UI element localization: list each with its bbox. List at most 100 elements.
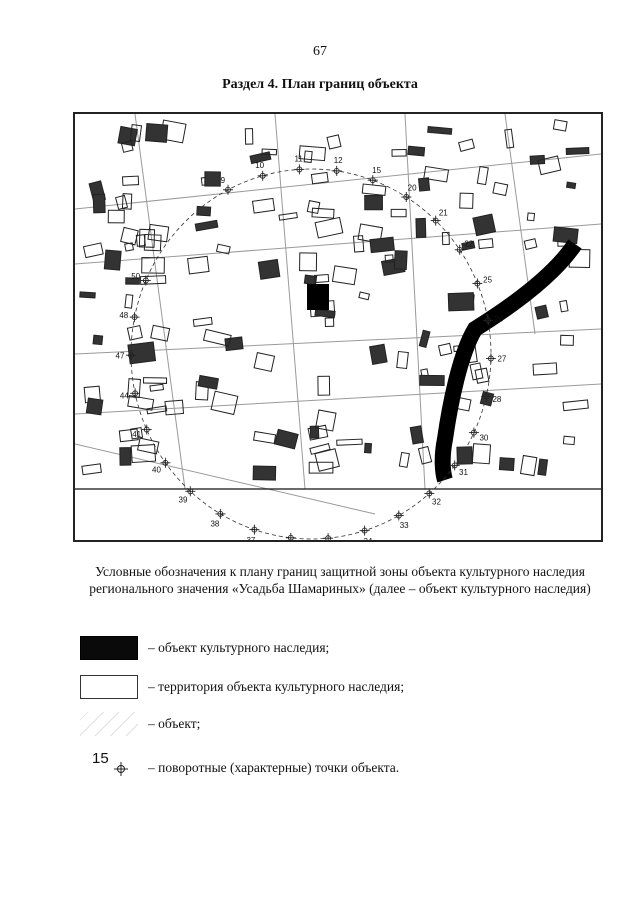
building [441,231,450,246]
turn-point-label: 27 [497,355,506,364]
page-number: 67 [313,44,327,59]
turn-point-marker [454,244,465,255]
building [427,126,453,135]
building [139,275,167,285]
turn-point-label: 39 [179,495,188,504]
hatch-swatch [80,712,138,736]
building [407,145,426,157]
turn-point-marker [449,460,460,471]
building [369,236,395,254]
building [336,438,363,446]
turn-point-label: 34 [363,537,372,540]
building [150,324,171,342]
turn-point-label: 50 [131,272,140,281]
river [434,239,582,483]
building [127,341,157,365]
building [303,274,318,286]
building [306,200,321,215]
building [143,233,162,252]
building [314,216,344,239]
building [79,291,96,299]
turn-point-label: 20 [408,184,417,193]
street [75,153,601,210]
turn-point-label: 12 [334,156,343,165]
building [127,395,155,411]
turn-point-marker [126,350,136,361]
building [417,177,431,192]
building [314,448,340,472]
turn-point-marker [185,486,196,497]
building [504,128,515,149]
street [134,114,186,490]
building [419,374,445,387]
building [537,155,562,176]
building [253,430,277,445]
building [138,228,156,248]
turn-point-marker [393,510,404,521]
building [562,435,576,446]
building [253,352,276,373]
boundary-map: 9101112152021222526272830313233343536373… [73,112,603,542]
building [324,317,335,328]
building [210,390,239,416]
turn-point-label: 22 [464,240,473,249]
legend-item-label: – поворотные (характерные) точки объекта… [148,760,400,775]
building [364,442,373,454]
building [423,165,450,183]
turn-point-label: 47 [116,351,125,360]
turn-point-marker [285,532,296,540]
building [299,252,318,272]
building [142,377,168,384]
building [361,183,387,197]
building [251,197,276,214]
street [404,114,426,490]
building [477,238,494,250]
building [120,226,139,246]
turn-point-label: 32 [432,498,441,507]
white-swatch [80,675,138,699]
turn-point-label: 25 [483,275,492,284]
building [459,192,474,209]
building [144,122,169,143]
building [384,254,394,263]
turn-point-marker [468,427,479,438]
section-title: Раздел 4. План границ объекта [222,77,418,92]
building [261,148,278,156]
turn-point-marker [359,525,370,536]
building [526,212,536,222]
street [75,328,601,355]
building [92,334,104,346]
building [125,277,140,285]
building [552,119,568,132]
legend-heading: Условные обозначения к плану границ защи… [89,564,591,596]
legend-item-label: – территория объекта культурного наследи… [148,679,405,694]
turn-point-label: 15 [372,166,381,175]
building [476,166,489,186]
building [326,134,342,150]
building [309,442,331,455]
building [357,223,384,244]
building [194,219,219,232]
building [471,443,492,465]
turn-point-marker [472,278,483,289]
turn-point-marker [160,457,171,468]
building [126,324,143,341]
building [415,217,427,239]
building [224,336,244,352]
building [127,378,142,399]
building [315,409,337,432]
turn-point-marker [483,315,493,326]
building [390,208,407,218]
building [119,447,132,466]
building [565,181,577,190]
building [314,308,336,319]
building [278,212,298,221]
building [121,175,140,186]
building [457,138,476,153]
building [409,425,425,445]
turn-point-marker [129,312,140,323]
turn-point-marker [481,391,492,402]
building [164,399,185,416]
building [273,428,299,450]
building [103,249,122,271]
